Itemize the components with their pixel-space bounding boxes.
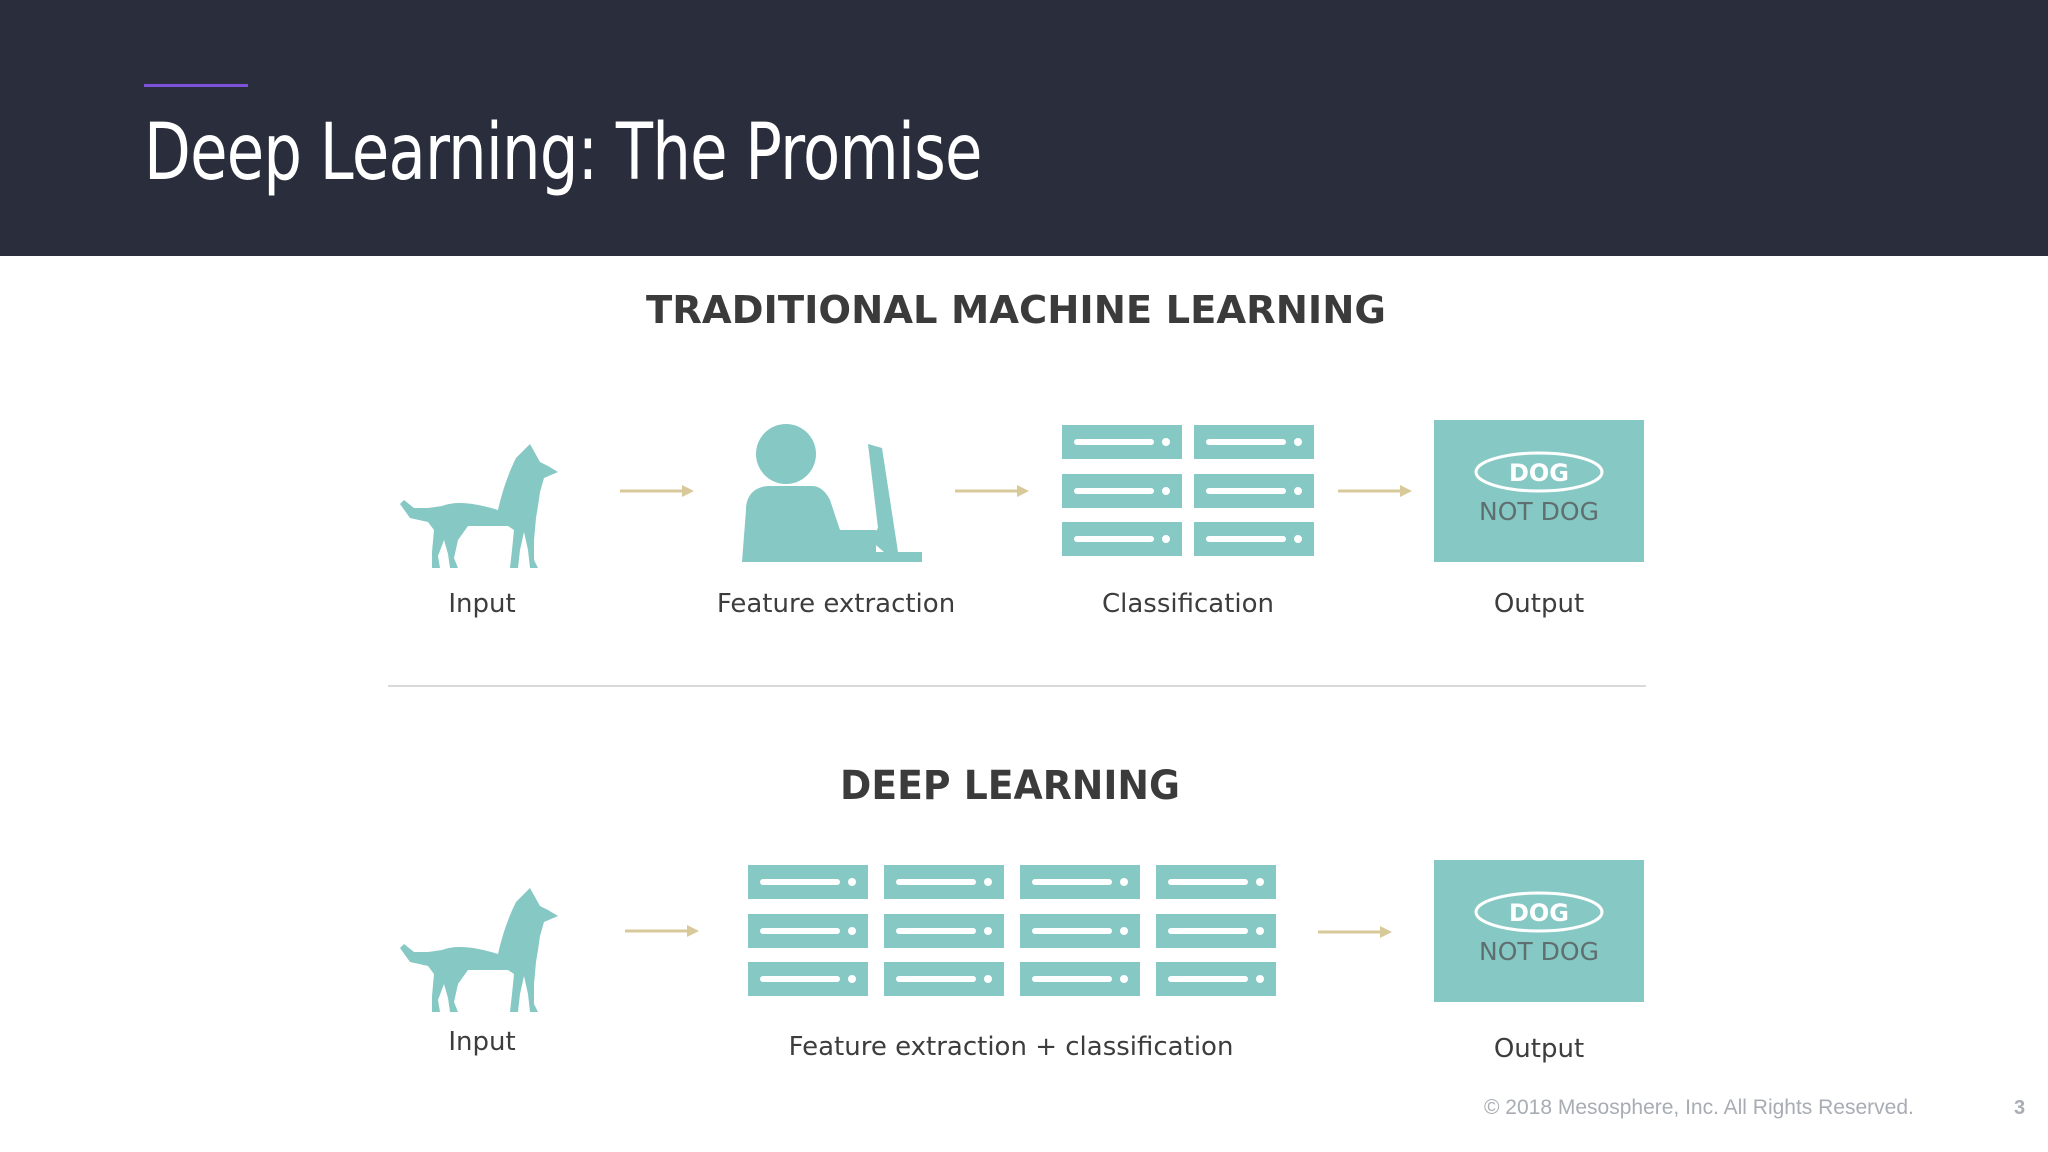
dog-icon	[400, 888, 558, 1012]
slide-title: Deep Learning: The Promise	[144, 108, 982, 198]
arrow-right-icon	[623, 923, 701, 939]
step-label-output: Output	[1494, 589, 1584, 619]
deep-section-title: DEEP LEARNING	[840, 763, 1180, 809]
output-not-dog-label: NOT DOG	[1479, 497, 1599, 526]
arrow-right-icon	[1316, 924, 1394, 940]
step-label-output: Output	[1494, 1034, 1584, 1064]
accent-line	[144, 84, 248, 87]
server-rack-icon	[748, 865, 1276, 996]
output-dog-label: DOG	[1509, 899, 1569, 927]
step-label-feature-extraction-classification: Feature extraction + classification	[789, 1032, 1234, 1062]
step-label-input: Input	[448, 1027, 515, 1057]
output-box-icon: DOG NOT DOG	[1434, 420, 1644, 562]
output-dog-label: DOG	[1509, 459, 1569, 487]
person-at-computer-icon	[742, 424, 922, 562]
step-label-input: Input	[448, 589, 515, 619]
arrow-right-icon	[1336, 483, 1414, 499]
page-number: 3	[2014, 1097, 2026, 1119]
output-not-dog-label: NOT DOG	[1479, 937, 1599, 966]
arrow-right-icon	[618, 483, 696, 499]
ml-comparison-diagram: TRADITIONAL MACHINE LEARNING Input Featu…	[0, 256, 2048, 1152]
arrow-right-icon	[953, 483, 1031, 499]
traditional-section-title: TRADITIONAL MACHINE LEARNING	[646, 288, 1386, 332]
dog-icon	[400, 444, 558, 568]
step-label-classification: Classification	[1102, 589, 1274, 619]
copyright-notice: © 2018 Mesosphere, Inc. All Rights Reser…	[1484, 1096, 1914, 1119]
slide-header: Deep Learning: The Promise	[0, 0, 2048, 256]
output-box-icon: DOG NOT DOG	[1434, 860, 1644, 1002]
step-label-feature-extraction: Feature extraction	[717, 589, 955, 619]
server-rack-icon	[1062, 425, 1314, 556]
